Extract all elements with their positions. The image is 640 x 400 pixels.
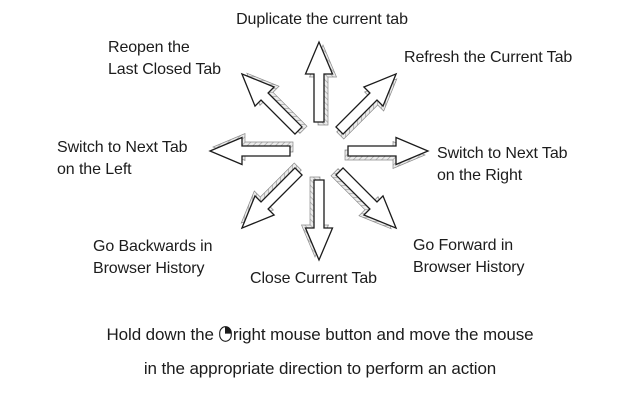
instruction-line1-suffix: right mouse button and move the mouse xyxy=(232,325,534,344)
gesture-label-reopen-tab: Reopen the Last Closed Tab xyxy=(108,39,221,78)
gesture-label-duplicate-tab: Duplicate the current tab xyxy=(236,11,408,28)
instruction-line-1: Hold down the right mouse button and mov… xyxy=(0,325,640,345)
right-mouse-button-icon xyxy=(219,326,232,342)
gesture-label-refresh-tab: Refresh the Current Tab xyxy=(404,49,573,66)
instruction-line1-prefix: Hold down the xyxy=(106,325,214,344)
gesture-label-next-tab-left: Switch to Next Tab on the Left xyxy=(57,139,188,178)
instruction-line-2: in the appropriate direction to perform … xyxy=(143,359,497,378)
gesture-label-go-forward: Go Forward in Browser History xyxy=(413,237,525,276)
gesture-label-close-tab: Close Current Tab xyxy=(250,270,377,287)
gesture-label-next-tab-right: Switch to Next Tab on the Right xyxy=(437,145,568,184)
gesture-label-go-backwards: Go Backwards in Browser History xyxy=(93,238,213,277)
